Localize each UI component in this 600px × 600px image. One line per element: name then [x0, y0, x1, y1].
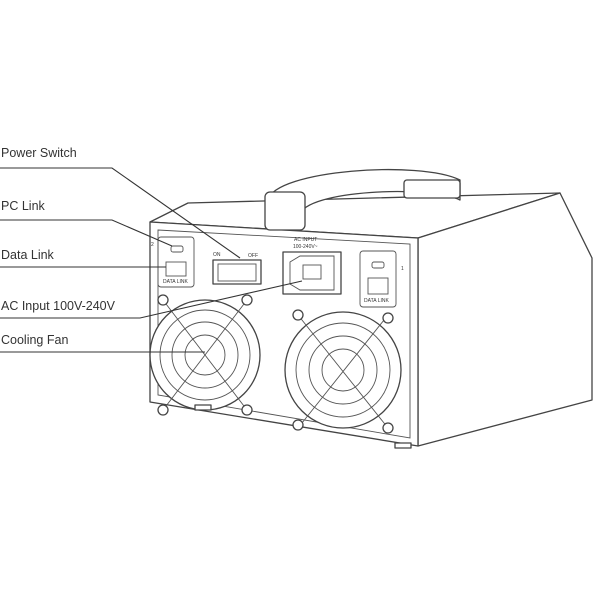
switch-on-label: ON: [213, 252, 221, 258]
ac-input-range: 100-240V~: [293, 244, 318, 250]
left-port-panel: DATA LINK 2: [151, 236, 195, 288]
label-cooling-fan: Cooling Fan: [1, 333, 69, 347]
switch-off-label: OFF: [248, 253, 258, 259]
cooling-fan-right: [284, 309, 402, 434]
data-link-right-label: DATA LINK: [364, 298, 389, 304]
ac-input-socket: AC INPUT 100-240V~: [282, 237, 342, 295]
label-ac-input: AC Input 100V-240V: [1, 299, 115, 313]
leader-power-switch: [0, 167, 241, 259]
leader-ac-input: [0, 280, 303, 319]
ac-input-title: AC INPUT: [294, 237, 317, 243]
cooling-fan-left: [149, 294, 261, 416]
label-data-link: Data Link: [1, 248, 54, 262]
right-port-panel: DATA LINK 1: [359, 250, 404, 308]
port-number-right: 1: [401, 266, 404, 272]
label-power-switch: Power Switch: [1, 146, 77, 160]
data-link-left-label: DATA LINK: [163, 279, 188, 285]
power-switch: ON OFF: [212, 252, 262, 285]
side-face: [417, 192, 593, 447]
port-number-left: 2: [151, 242, 154, 248]
label-pc-link: PC Link: [1, 199, 45, 213]
leader-pc-link: [0, 219, 173, 247]
